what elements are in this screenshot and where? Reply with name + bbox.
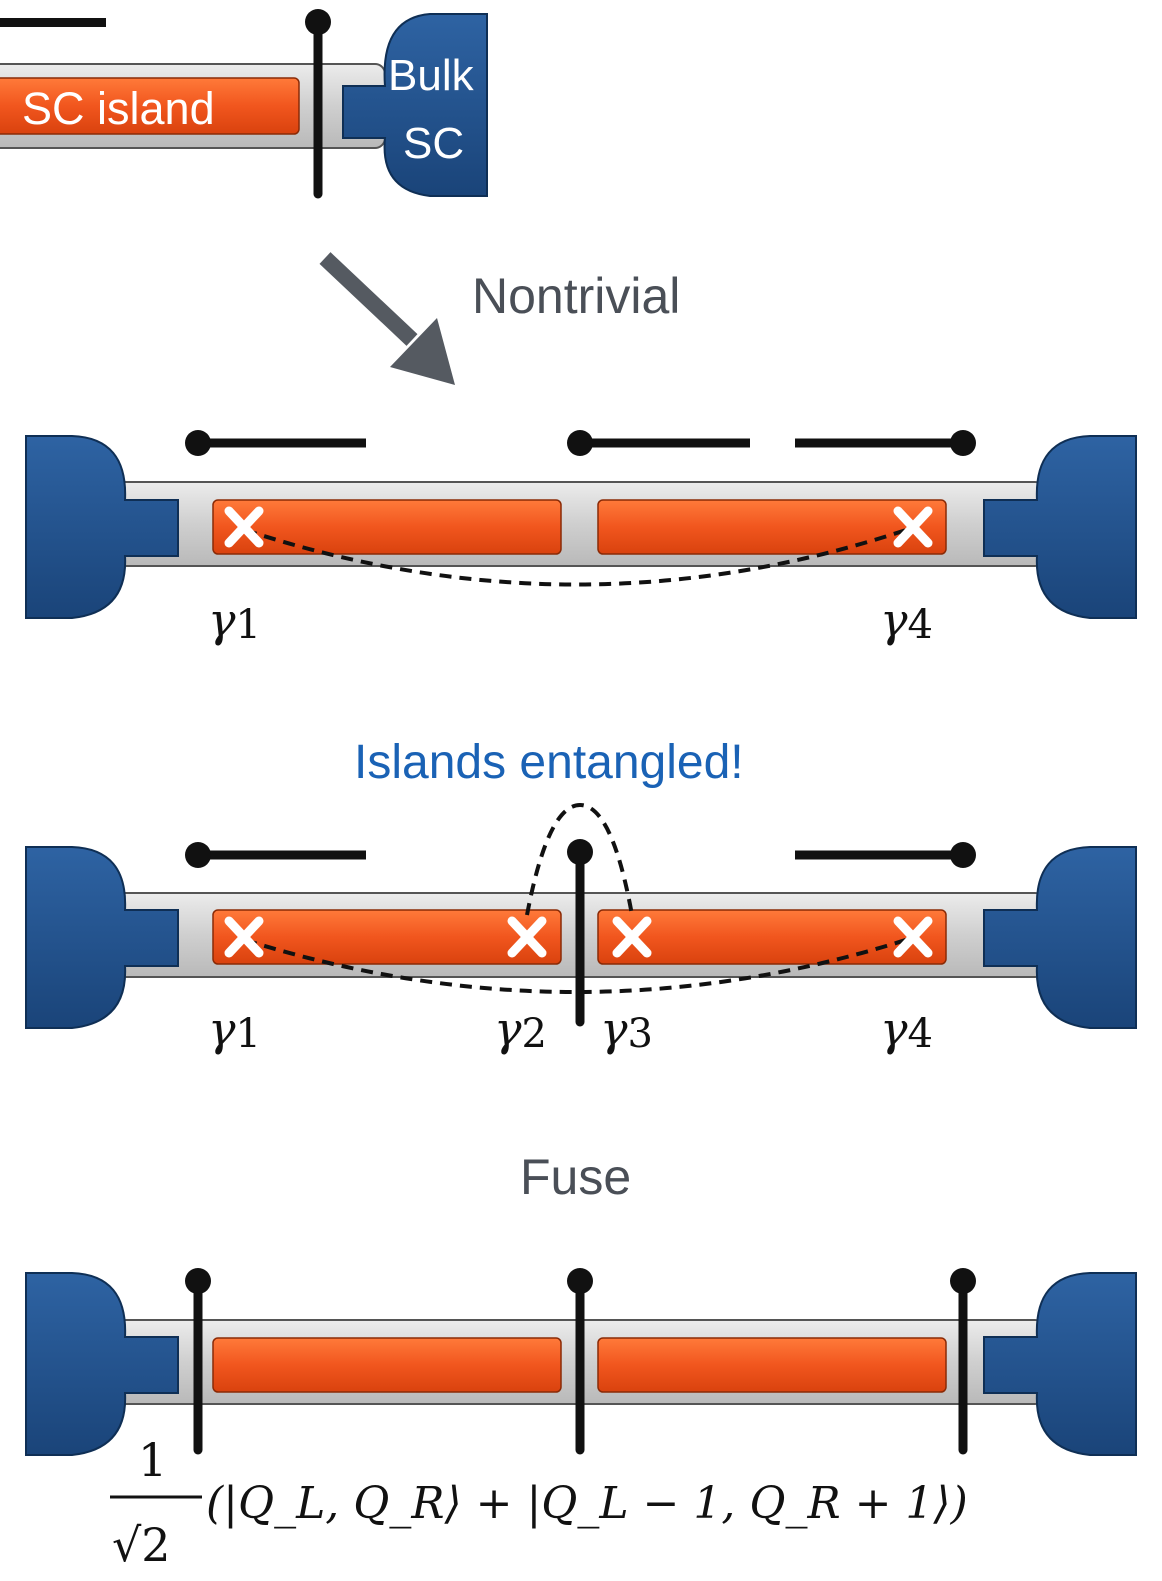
fused-state-formula: 1 √2 (|Q_L, Q_R⟩ + |Q_L − 1, Q_R + 1⟩) [110,1433,968,1572]
formula-numerator: 1 [138,1433,167,1487]
island-left-2 [212,499,562,555]
top-gate-dot [305,9,331,35]
gate-center-dot-3 [567,839,593,865]
majorana-cross-2-3 [507,916,547,958]
gamma3-label-3: γ3 [600,1002,653,1057]
gamma1-label-3: γ1 [208,1002,261,1057]
panel-top-device: SC island Bulk SC [0,9,488,199]
gate-right-dot-2 [950,430,976,456]
fuse-label: Fuse [520,1149,631,1205]
formula-denominator: √2 [112,1518,171,1572]
island-left-3 [212,909,562,965]
gamma4-label-3: γ4 [880,1002,933,1057]
gate-right-dot-4 [950,1268,976,1294]
top-gate-bar [0,18,106,27]
majorana-cross-4 [893,506,933,548]
nontrivial-label: Nontrivial [472,268,680,324]
bulk-sc-top [342,13,488,197]
formula-ket: (|Q_L, Q_R⟩ + |Q_L − 1, Q_R + 1⟩) [206,1478,968,1529]
islands-entangled-label: Islands entangled! [354,736,744,789]
island-right-4 [597,1337,947,1393]
panel-nontrivial-device: γ1 γ4 [25,430,1137,648]
bulk-sc-right-3 [983,846,1137,1029]
gate-left-dot-3 [185,842,211,868]
majorana-cross-1 [224,506,264,548]
gamma4-label: γ4 [880,593,933,648]
island-right-2 [597,499,947,555]
sc-island-top [0,77,300,135]
bulk-sc-right-4 [983,1272,1137,1456]
bulk-sc-left-4 [25,1272,179,1456]
island-left-4 [212,1337,562,1393]
majorana-link-2 [244,526,913,587]
sc-label: SC [403,119,464,168]
majorana-cross-1-3 [224,916,264,958]
gate-left-dot-2 [185,430,211,456]
majorana-cross-4-3 [893,916,933,958]
panel-entangled-device: γ1 γ2 γ3 γ4 [25,802,1137,1057]
majorana-cross-3-3 [612,916,652,958]
bulk-sc-right-2 [983,435,1137,619]
gamma1-label: γ1 [208,593,261,648]
bulk-sc-left-2 [25,435,179,619]
gate-right-dot-3 [950,842,976,868]
sc-island-label: SC island [22,83,215,134]
gamma2-label-3: γ2 [494,1002,547,1057]
island-right-3 [597,909,947,965]
panel-fused-device [25,1268,1137,1456]
majorana-link-outer-3 [244,936,913,994]
gate-left-dot-4 [185,1268,211,1294]
bulk-sc-left-3 [25,846,179,1029]
majorana-link-inner-3 [525,802,634,916]
gate-mid-dot-2 [567,430,593,456]
bulk-label: Bulk [388,51,475,100]
gate-center-dot-4 [567,1268,593,1294]
nontrivial-arrow [319,252,455,385]
